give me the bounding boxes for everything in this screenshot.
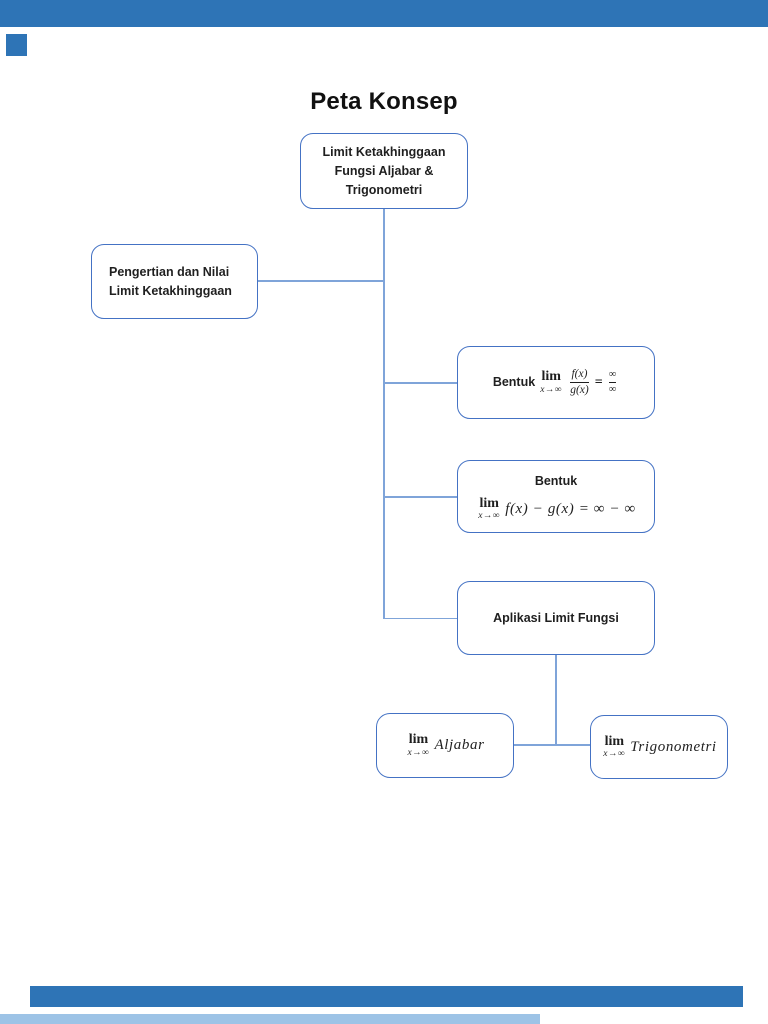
box-aplikasi-label: Aplikasi Limit Fungsi [493,610,619,625]
fraction-fx-gx: f(x) g(x) [570,368,589,396]
fraction-inf-inf: ∞ ∞ [608,369,617,395]
fraction-denominator: g(x) [570,382,589,396]
lim-symbol: lim x→∞ [540,370,562,395]
box-pengertian-line1: Pengertian dan Nilai [109,264,230,279]
connector-to-pengertian [258,280,384,282]
box-aplikasi: Aplikasi Limit Fungsi [457,581,655,655]
box-limit-line2: Fungsi Aljabar & [334,163,434,178]
lim-subscript: x→∞ [540,384,563,395]
connector-aljabar-trigonometri [514,744,590,746]
lim-subscript: x→∞ [478,511,501,521]
lim-trigonometri-formula: lim x→∞ Trigonometri [601,733,717,760]
connector-to-bentuk-diff [384,496,457,498]
box-limit-ketakhinggaan: Limit Ketakhinggaan Fungsi Aljabar & Tri… [300,133,468,209]
lim-word: lim [408,732,429,747]
bentuk-diff-expression: f(x) − g(x) = ∞ − ∞ [505,500,636,517]
bentuk-diff-title: Bentuk [534,473,578,488]
bentuk-ratio-formula: Bentuk lim x→∞ f(x) g(x) = ∞ ∞ [492,368,619,396]
box-lim-trigonometri: lim x→∞ Trigonometri [590,715,728,779]
lim-symbol: lim x→∞ [478,495,501,522]
bentuk-diff-formula: lim x→∞ f(x) − g(x) = ∞ − ∞ [476,495,636,522]
box-limit-line1: Limit Ketakhinggaan [322,144,446,159]
bottom-accent-bar [30,986,743,1007]
lim-subscript: x→∞ [603,749,626,759]
fraction-numerator: f(x) [571,368,588,380]
equals-sign: = [594,375,603,390]
bentuk-ratio-prefix: Bentuk [492,375,536,389]
box-pengertian: Pengertian dan Nilai Limit Ketakhinggaan [91,244,258,319]
connector-aplikasi-down [555,655,557,745]
lim-word: lim [479,495,499,511]
box-pengertian-line2: Limit Ketakhinggaan [109,283,232,298]
page-title: Peta Konsep [310,88,458,115]
lim-aljabar-formula: lim x→∞ Aljabar [405,733,484,758]
box-lim-aljabar: lim x→∞ Aljabar [376,713,514,778]
connector-to-bentuk-ratio [384,382,457,384]
connector-to-aplikasi [383,617,457,620]
box-bentuk-ratio: Bentuk lim x→∞ f(x) g(x) = ∞ ∞ [457,346,655,419]
box-bentuk-diff: Bentuk lim x→∞ f(x) − g(x) = ∞ − ∞ [457,460,655,533]
inf-denominator: ∞ [608,382,617,395]
connector-main-vertical [383,209,385,619]
lim-trigonometri-label: Trigonometri [630,738,717,755]
lim-aljabar-label: Aljabar [434,737,485,753]
inf-numerator: ∞ [608,369,617,380]
top-accent-square [6,34,27,56]
lim-symbol: lim x→∞ [407,733,429,758]
box-limit-line3: Trigonometri [345,182,423,197]
lim-word: lim [541,369,561,384]
top-accent-bar [0,0,768,27]
lim-word: lim [604,733,625,749]
lim-symbol: lim x→∞ [603,733,626,760]
lim-subscript: x→∞ [407,747,430,758]
bottom-accent-strip [0,1014,540,1024]
